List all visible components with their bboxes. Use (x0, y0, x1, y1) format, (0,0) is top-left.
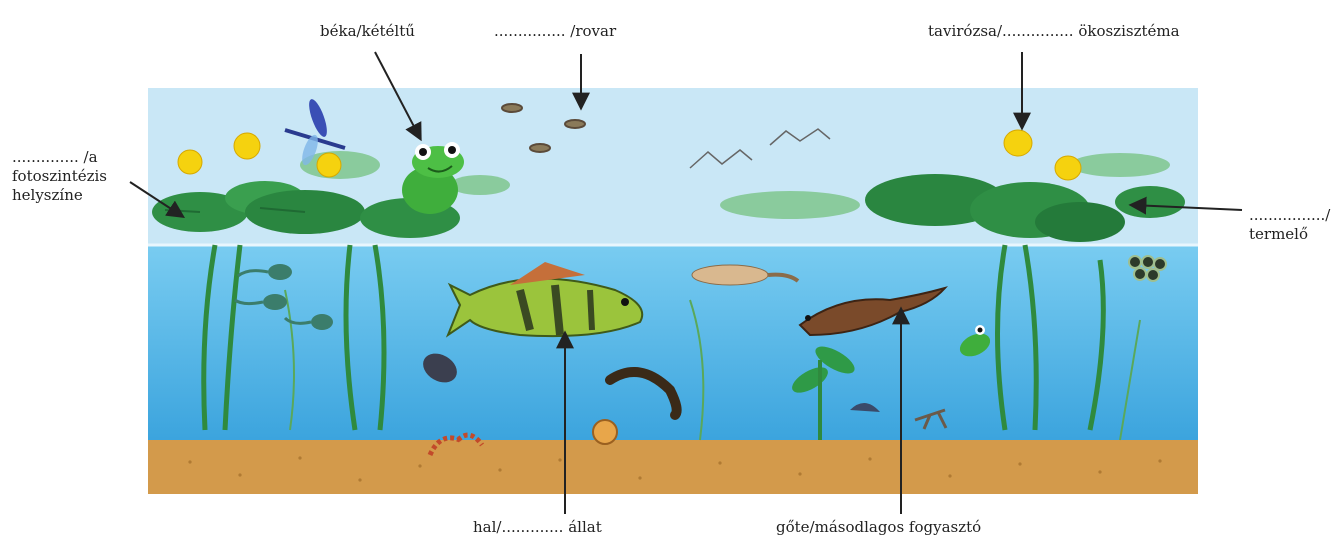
label-waterlily: tavirózsa/............... ökoszisztéma (928, 22, 1180, 41)
label-photosynthesis-line-1: .............. /a (12, 148, 107, 167)
label-photosynthesis: .............. /a fotoszintézis helyszín… (12, 148, 107, 205)
label-photosynthesis-line-2: fotoszintézis (12, 167, 107, 186)
label-producer-line-2: termelő (1249, 225, 1330, 244)
label-insect: ............... /rovar (494, 22, 616, 41)
label-fish: hal/............. állat (473, 518, 602, 537)
label-photosynthesis-line-3: helyszíne (12, 186, 107, 205)
sediment-layer (148, 440, 1198, 494)
label-newt: gőte/másodlagos fogyasztó (776, 518, 981, 537)
label-producer: ................/ termelő (1249, 206, 1330, 244)
label-producer-line-1: ................/ (1249, 206, 1330, 225)
label-frog: béka/kétéltű (320, 22, 415, 41)
